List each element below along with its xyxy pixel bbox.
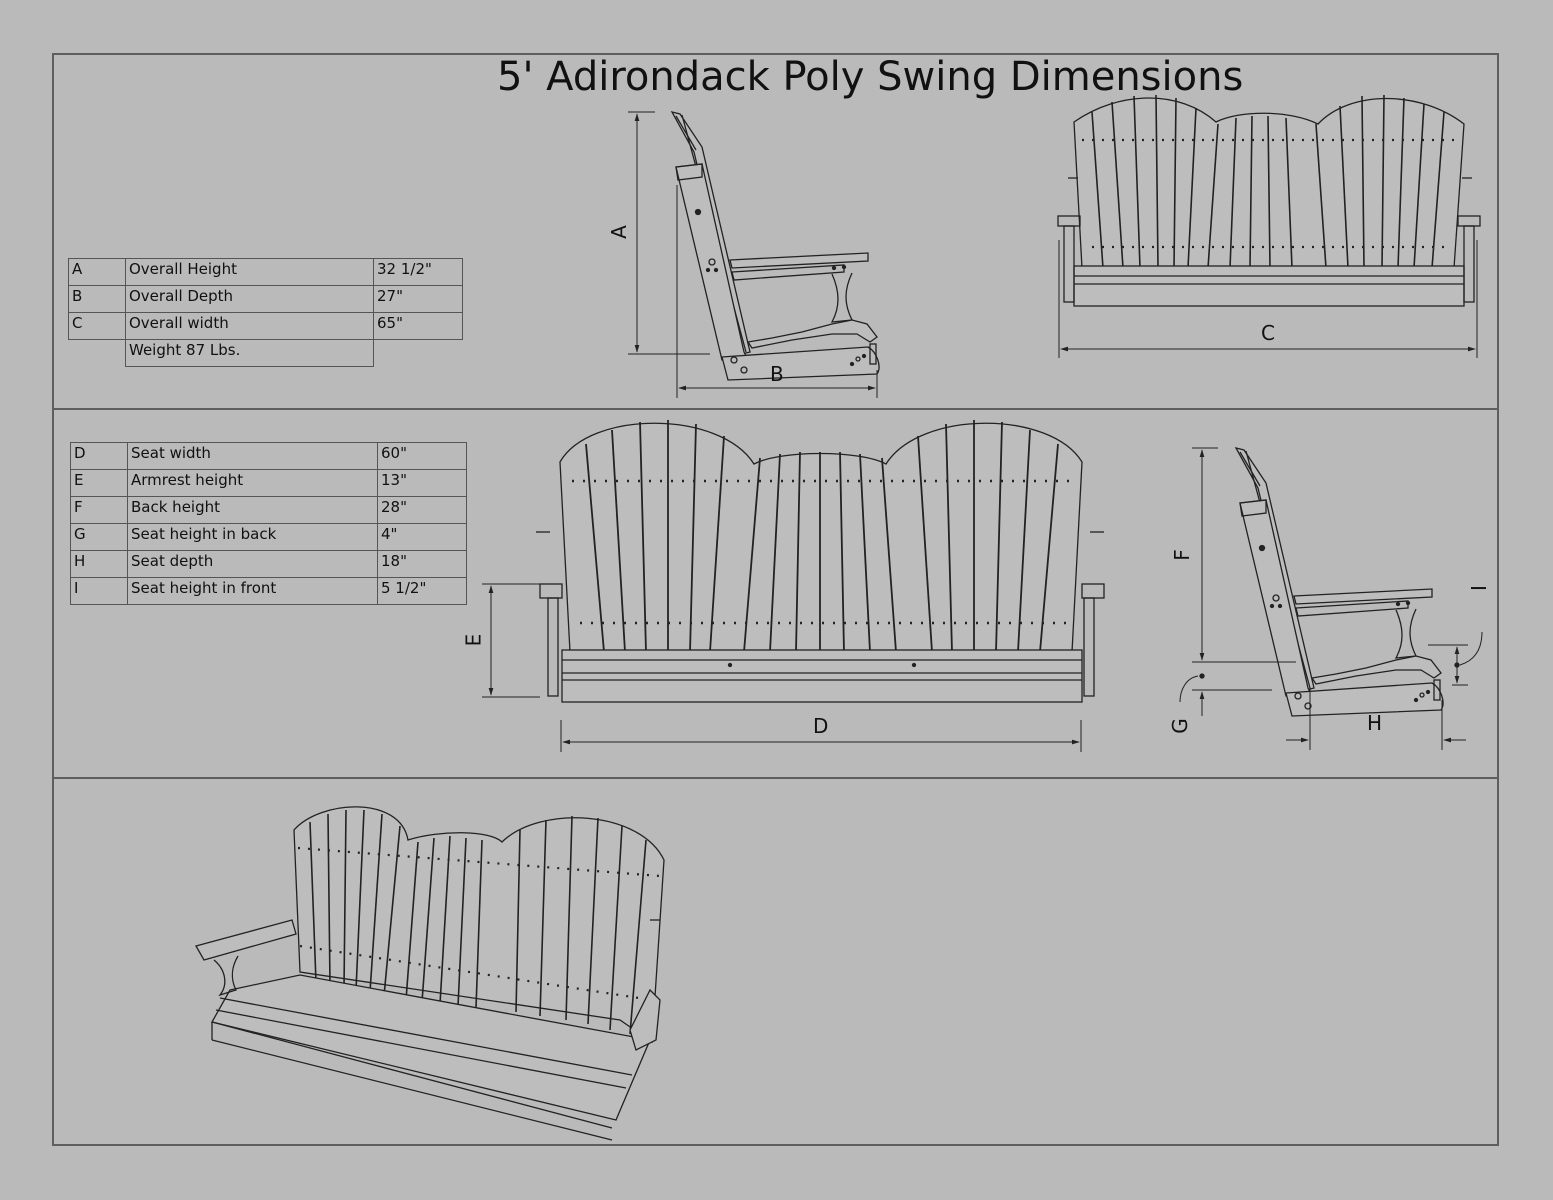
front-view-top (1057, 94, 1481, 307)
detail-dimensions-table: D Seat width 60" E Armrest height 13" F … (70, 442, 467, 605)
dim-label-A: A (606, 225, 631, 239)
dim-key: H (70, 550, 128, 578)
table-row: H Seat depth 18" (70, 550, 467, 578)
side-view-middle (1235, 447, 1444, 717)
weight-label: Weight 87 Lbs. (125, 339, 374, 367)
front-view-middle (536, 420, 1105, 703)
dim-label: Seat height in front (127, 577, 378, 605)
dim-label: Back height (127, 496, 378, 524)
dim-label: Overall Depth (125, 285, 374, 313)
dim-key: E (70, 469, 128, 497)
iso-view (195, 806, 665, 1141)
dim-label-C: C (1261, 321, 1275, 345)
dim-label-E: E (461, 633, 486, 647)
dim-key: B (68, 285, 126, 313)
drawing-frame (52, 53, 1499, 1146)
dim-value: 18" (377, 550, 467, 578)
dim-value: 28" (377, 496, 467, 524)
dim-label-F: F (1169, 549, 1194, 561)
section-divider-1 (52, 408, 1499, 410)
overall-dimensions-table: A Overall Height 32 1/2" B Overall Depth… (68, 258, 463, 367)
dim-value: 5 1/2" (377, 577, 467, 605)
dim-label: Seat width (127, 442, 378, 470)
dim-label: Seat depth (127, 550, 378, 578)
dim-label-D: D (813, 714, 829, 738)
dim-label: Overall width (125, 312, 374, 340)
table-row: G Seat height in back 4" (70, 523, 467, 551)
dim-label-H: H (1367, 711, 1383, 735)
table-row: D Seat width 60" (70, 442, 467, 470)
dim-label: Overall Height (125, 258, 374, 286)
page-title: 5' Adirondack Poly Swing Dimensions (497, 54, 1244, 100)
side-view-top (671, 111, 880, 381)
dim-label-G: G (1167, 718, 1192, 734)
dim-label: Seat height in back (127, 523, 378, 551)
dim-key: I (70, 577, 128, 605)
dim-label-I: I (1466, 585, 1491, 591)
table-row: C Overall width 65" (68, 312, 463, 340)
dim-value: 65" (373, 312, 463, 340)
table-row: F Back height 28" (70, 496, 467, 524)
table-row: I Seat height in front 5 1/2" (70, 577, 467, 605)
table-row: E Armrest height 13" (70, 469, 467, 497)
dim-key: D (70, 442, 128, 470)
table-row: Weight 87 Lbs. (69, 339, 463, 367)
dim-value: 13" (377, 469, 467, 497)
dim-label-B: B (770, 362, 784, 386)
table-row: A Overall Height 32 1/2" (68, 258, 463, 286)
table-row: B Overall Depth 27" (68, 285, 463, 313)
section-divider-2 (52, 777, 1499, 779)
dim-value: 27" (373, 285, 463, 313)
